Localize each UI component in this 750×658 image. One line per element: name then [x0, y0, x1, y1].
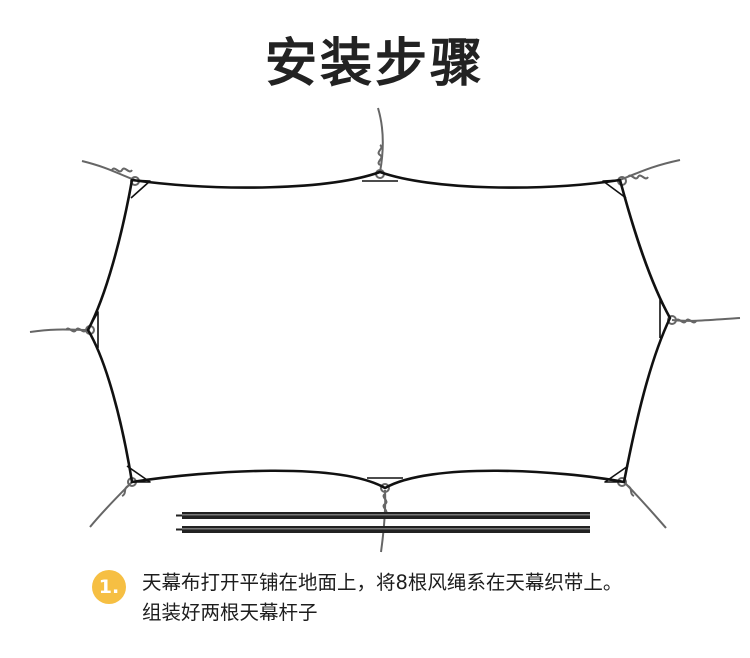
- guy-rope-top-right-knot: [627, 174, 649, 180]
- guy-rope-mid-right: [671, 317, 741, 322]
- guy-rope-bottom-center-knot: [382, 493, 388, 515]
- guy-ropes: [29, 107, 741, 553]
- guy-rope-top-center-knot: [377, 144, 383, 166]
- step-text-line-1: 天幕布打开平铺在地面上，将8根风绳系在天幕织带上。: [142, 571, 623, 594]
- page-title: 安装步骤: [264, 34, 485, 94]
- tent-pole: [176, 512, 590, 519]
- tarp-diagram: [29, 107, 741, 553]
- ring-bottom-center: [380, 483, 390, 493]
- step-number-badge: 1.: [92, 570, 126, 604]
- tent-poles: [176, 512, 590, 533]
- guy-rope-mid-left: [29, 328, 89, 333]
- tent-pole: [176, 526, 590, 533]
- guy-rope-top-left-knot: [111, 167, 133, 173]
- guy-rope-mid-left-knot: [65, 327, 87, 333]
- tarp-outline: [86, 170, 672, 490]
- guy-rope-mid-right-knot: [675, 318, 697, 324]
- step-text-line-2: 组装好两根天幕杆子: [142, 601, 318, 624]
- guy-rope-bottom-right-knot: [627, 485, 635, 497]
- guy-rope-bottom-right: [623, 481, 667, 529]
- guy-rope-top-center: [377, 107, 384, 173]
- step-description: 天幕布打开平铺在地面上，将8根风绳系在天幕织带上。 组装好两根天幕杆子: [142, 568, 722, 628]
- step-1: 1. 天幕布打开平铺在地面上，将8根风绳系在天幕织带上。 组装好两根天幕杆子: [92, 568, 722, 628]
- guy-rope-bottom-left-knot: [121, 485, 129, 497]
